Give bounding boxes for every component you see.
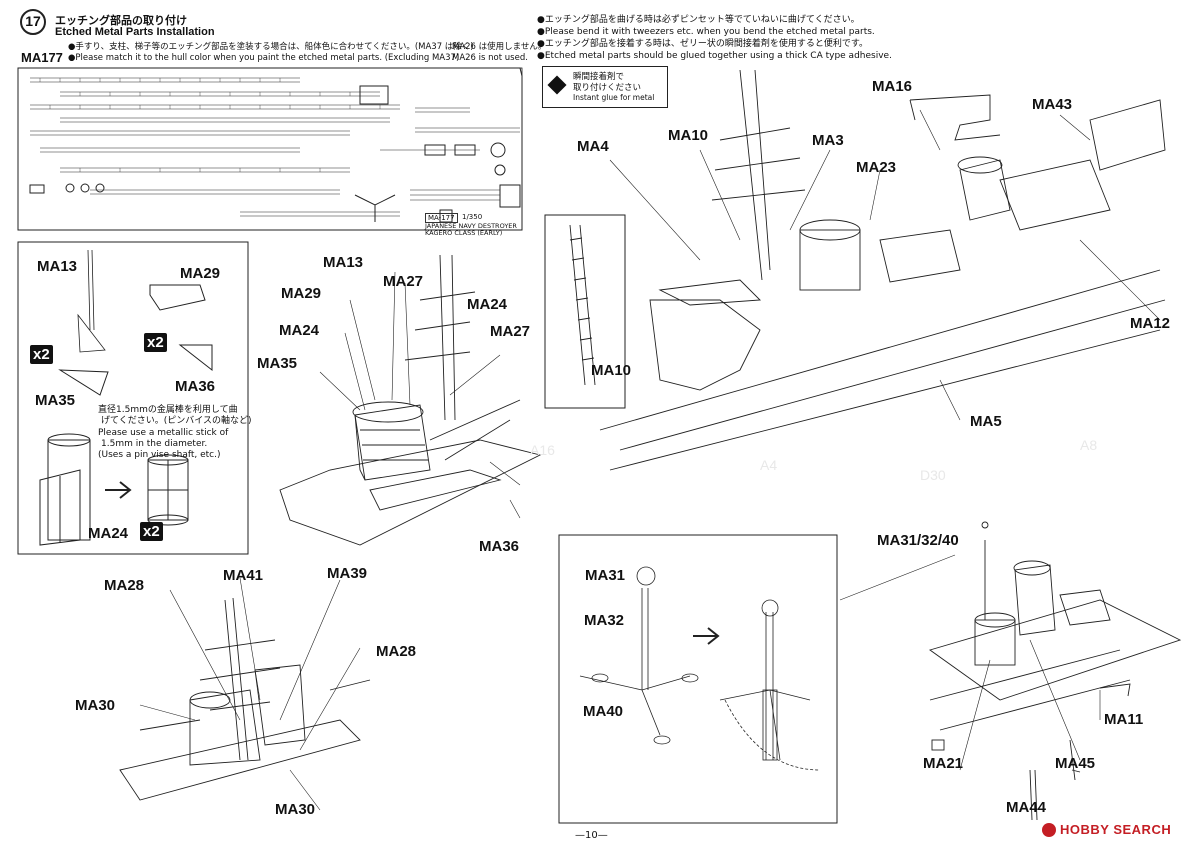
label-ma23: MA23 (856, 159, 897, 176)
paint-note-en: ●Please match it to the hull color when … (68, 53, 460, 63)
brand-logo-icon (1042, 822, 1056, 837)
step-number: 17 (25, 13, 41, 29)
label-ma30: MA30 (75, 697, 116, 714)
brand-name: HOBBY SEARCH (1060, 822, 1172, 837)
label-ma29: MA29 (281, 285, 322, 302)
label-ma45: MA45 (1055, 755, 1096, 772)
label-ma31: MA31 (585, 567, 626, 584)
glue-note-jp: ●エッチング部品を接着する時は、ゼリー状の瞬間接着剤を使用すると便利です。 (537, 39, 868, 49)
label-ma11: MA11 (1104, 711, 1144, 728)
pin-note-en-2: 1.5mm in the diameter. (101, 439, 208, 449)
detail-inset-frame (17, 241, 249, 555)
glue-badge-en: Instant glue for metal (573, 93, 655, 102)
ladder-inset-frame (544, 214, 626, 409)
glue-badge-jp-2: 取り付けください (573, 83, 642, 93)
mast-top-drawing (579, 566, 821, 771)
page-number: —10— (575, 830, 608, 841)
etched-fret-drawing (17, 67, 523, 231)
label-ma177: MA177 (21, 50, 63, 65)
mast-top-inset-frame (558, 534, 838, 824)
label-ma28-right: MA28 (376, 643, 417, 660)
svg-text:D30: D30 (920, 467, 946, 483)
fret-name-2: KAGERO CLASS (EARLY) (425, 229, 503, 237)
label-ma10: MA10 (668, 127, 709, 144)
label-ma27-right: MA27 (490, 323, 531, 340)
multiplier-badge: x2 (30, 345, 53, 364)
bridge-mast-drawing (279, 254, 542, 546)
label-ma16: MA16 (872, 78, 913, 95)
pin-note-en-3: (Uses a pin vise shaft, etc.) (98, 450, 221, 460)
label-ma13-inset: MA13 (37, 258, 78, 275)
step-title-en: Etched Metal Parts Installation (55, 26, 215, 38)
aft-mast-drawing (119, 597, 371, 801)
label-ma36-inset: MA36 (175, 378, 216, 395)
svg-text:A4: A4 (760, 457, 777, 473)
paint-note-jp: ●手すり、支柱、梯子等のエッチング部品を塗装する場合は、船体色に合わせてください… (68, 42, 474, 52)
fret-name-1: JAPANESE NAVY DESTROYER (425, 222, 517, 230)
label-ma43: MA43 (1032, 96, 1073, 113)
label-ma21: MA21 (923, 755, 964, 772)
label-ma3: MA3 (812, 132, 844, 149)
funnel-area-drawing (928, 521, 1182, 821)
bend-note-jp: ●エッチング部品を曲げる時は必ずピンセット等でていねいに曲げてください。 (537, 15, 860, 25)
step-circle (20, 9, 46, 35)
brand-watermark: HOBBY SEARCH (1042, 822, 1171, 837)
label-ma27: MA27 (383, 273, 424, 290)
svg-text:A8: A8 (1080, 437, 1097, 453)
label-ma28: MA28 (104, 577, 145, 594)
label-ma4: MA4 (577, 138, 609, 155)
label-ma24-left: MA24 (279, 322, 320, 339)
unused-note-jp: MA26 は使用しません。 (452, 42, 547, 52)
label-ma13: MA13 (323, 254, 364, 271)
pin-note-en-1: Please use a metallic stick of (98, 428, 229, 438)
glue-note-en: ●Etched metal parts should be glued toge… (537, 51, 892, 61)
fret-code: MA-177 (425, 213, 458, 223)
label-ma35-inset: MA35 (35, 392, 76, 409)
label-ma39: MA39 (327, 565, 368, 582)
label-ma41: MA41 (223, 567, 264, 584)
pin-note-jp-1: 直径1.5mmの金属棒を利用して曲 (98, 405, 238, 415)
label-ma40: MA40 (583, 703, 624, 720)
multiplier-badge: x2 (144, 333, 167, 352)
pin-note-jp-2: げてください。(ピンバイスの軸など) (101, 416, 252, 426)
label-ma35: MA35 (257, 355, 298, 372)
label-ma29-inset: MA29 (180, 265, 221, 282)
unused-note-en: MA26 is not used. (452, 53, 528, 63)
label-ma12: MA12 (1130, 315, 1171, 332)
glue-badge: 瞬間接着剤で 取り付けください Instant glue for metal (542, 66, 668, 108)
label-ma5: MA5 (970, 413, 1002, 430)
label-ma10-ladder: MA10 (591, 362, 632, 379)
label-ma30-bottom: MA30 (275, 801, 316, 818)
step-title-jp: エッチング部品の取り付け (55, 14, 187, 27)
diamond-icon (547, 75, 567, 95)
label-ma36: MA36 (479, 538, 520, 555)
bend-note-en: ●Please bend it with tweezers etc. when … (537, 27, 875, 37)
arrow-down-icon (545, 93, 569, 105)
label-ma31-32-40: MA31/32/40 (877, 532, 959, 549)
forward-hull-drawing (544, 69, 1166, 471)
svg-text:A16: A16 (530, 442, 555, 458)
label-ma44: MA44 (1006, 799, 1047, 816)
leader-lines (139, 109, 1161, 811)
label-ma24-inset: MA24 (88, 525, 129, 542)
label-ma32: MA32 (584, 612, 625, 629)
label-ma24: MA24 (467, 296, 508, 313)
multiplier-badge: x2 (140, 522, 163, 541)
glue-badge-jp-1: 瞬間接着剤で (573, 72, 625, 82)
fret-scale: 1/350 (462, 213, 483, 221)
